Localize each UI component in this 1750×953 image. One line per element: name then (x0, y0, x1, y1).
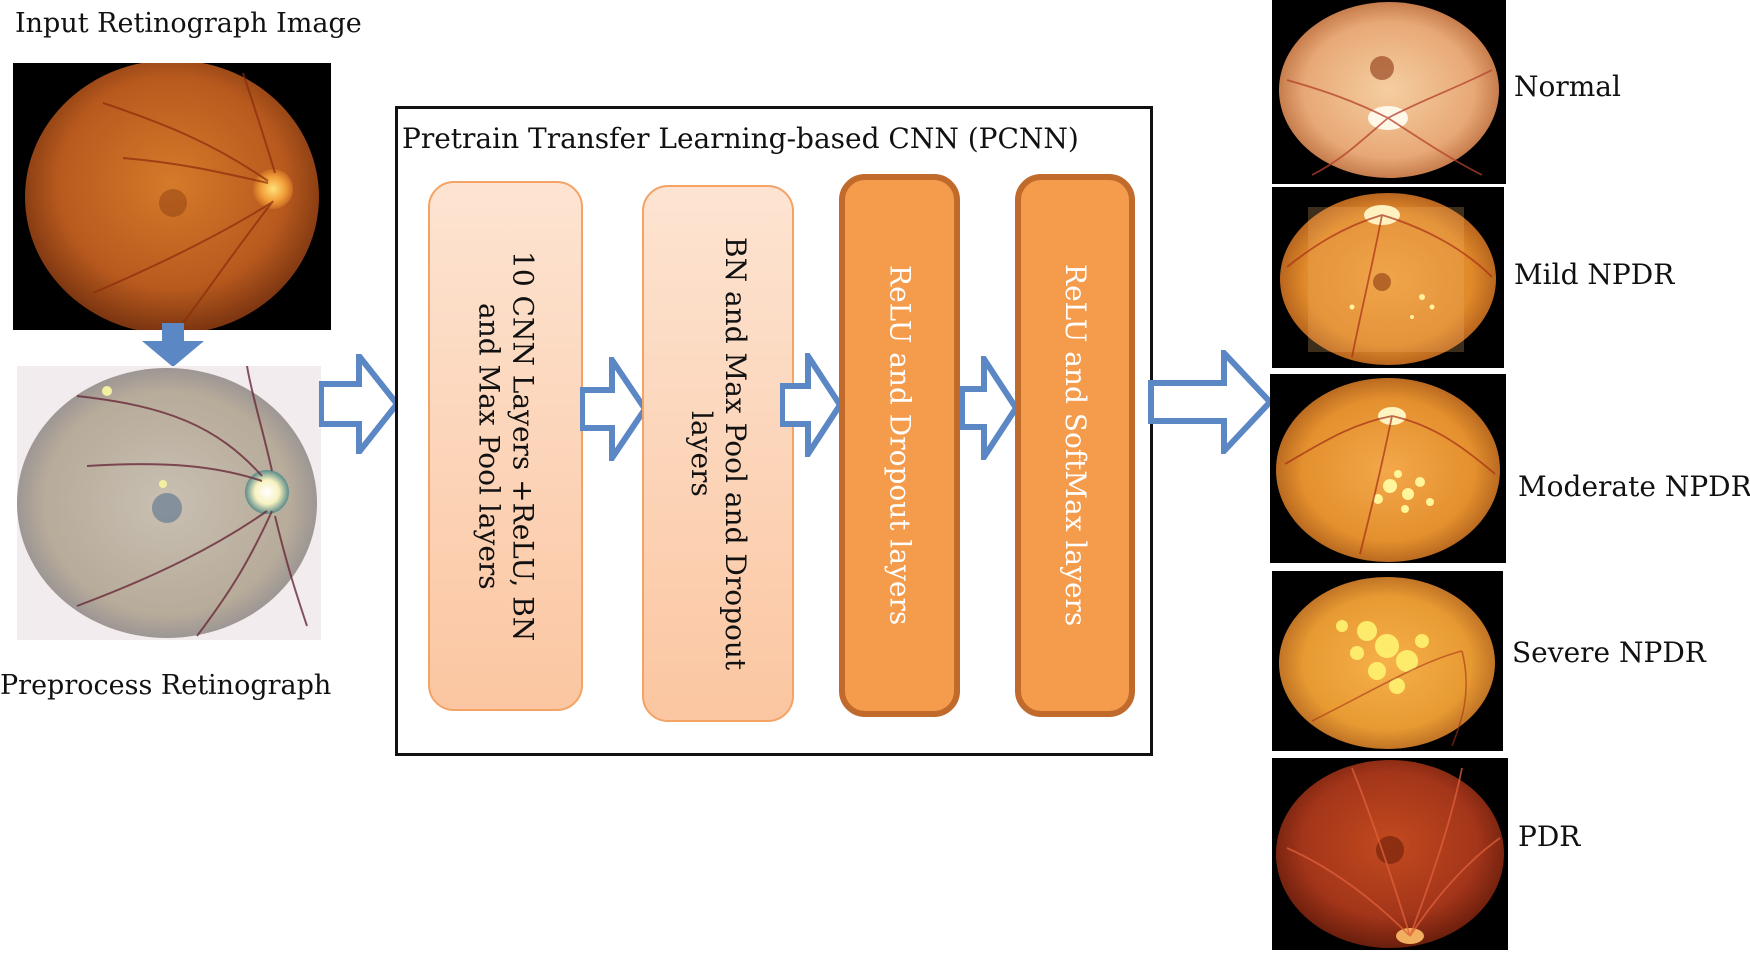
class-label-severe-npdr: Severe NPDR (1512, 636, 1706, 669)
pcnn-title: Pretrain Transfer Learning-based CNN (PC… (402, 122, 1079, 155)
layer-block-bn-maxpool-dropout-text: BN and Max Pool and Dropout layers (685, 236, 753, 671)
input-image-title: Input Retinograph Image (15, 8, 362, 39)
layer-block-bn-maxpool-dropout: BN and Max Pool and Dropout layers (642, 185, 794, 722)
class-image-moderate-npdr (1270, 374, 1506, 563)
class-label-pdr: PDR (1518, 820, 1581, 853)
right-arrow-icon (1148, 350, 1274, 454)
layer-block-relu-softmax-text: ReLU and SoftMax layers (1059, 264, 1093, 627)
class-label-moderate-npdr: Moderate NPDR (1518, 470, 1750, 503)
right-arrow-icon (319, 354, 401, 454)
down-arrow-icon (142, 323, 204, 367)
class-image-normal (1272, 0, 1506, 184)
layer-block-cnn-text: 10 CNN Layers +ReLU, BN and Max Pool lay… (472, 250, 540, 642)
class-label-mild-npdr: Mild NPDR (1514, 258, 1675, 291)
input-retinograph-image (13, 63, 331, 330)
class-image-severe-npdr (1272, 571, 1503, 751)
right-arrow-icon (960, 356, 1020, 460)
class-image-pdr (1272, 758, 1508, 950)
preprocess-title: Preprocess Retinograph (0, 670, 332, 701)
class-label-normal: Normal (1514, 70, 1621, 103)
layer-block-relu-dropout: ReLU and Dropout layers (839, 174, 960, 717)
right-arrow-icon (780, 353, 844, 457)
class-image-mild-npdr (1272, 187, 1504, 368)
right-arrow-icon (580, 357, 648, 461)
layer-block-relu-softmax: ReLU and SoftMax layers (1015, 174, 1135, 717)
preprocessed-retinograph-image (17, 366, 321, 640)
layer-block-relu-dropout-text: ReLU and Dropout layers (883, 265, 917, 626)
layer-block-cnn: 10 CNN Layers +ReLU, BN and Max Pool lay… (428, 181, 583, 711)
